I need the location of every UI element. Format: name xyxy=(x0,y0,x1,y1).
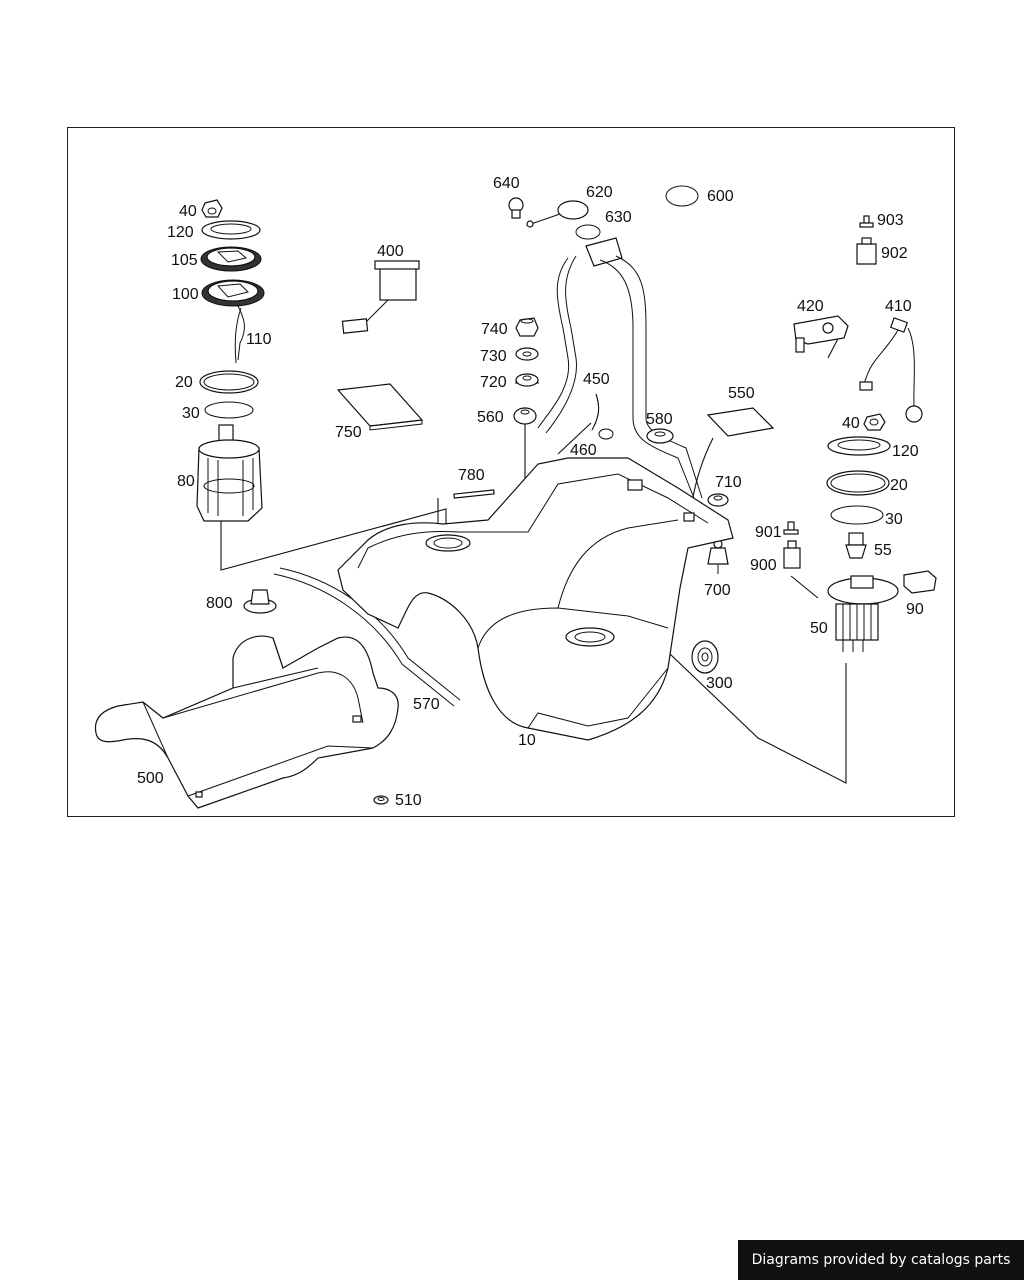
callout-500: 500 xyxy=(137,770,164,787)
diagram-frame: 40 120 105 100 110 20 30 80 400 750 640 … xyxy=(67,127,955,817)
callout-901: 901 xyxy=(755,524,782,541)
callout-580: 580 xyxy=(646,411,673,428)
callout-460: 460 xyxy=(570,442,597,459)
part-630-seal xyxy=(575,224,601,240)
part-20-ring-left xyxy=(199,370,259,394)
part-105-cover xyxy=(200,246,262,272)
callout-560: 560 xyxy=(477,409,504,426)
part-740-nut xyxy=(515,317,539,337)
callout-40-left: 40 xyxy=(179,203,197,220)
part-600-clip xyxy=(665,185,699,207)
callout-20-right: 20 xyxy=(890,477,908,494)
part-800-nut xyxy=(243,589,277,614)
part-30-oring-right xyxy=(830,505,884,525)
part-50-pump-module xyxy=(827,575,899,652)
part-710-grommet xyxy=(707,493,729,507)
part-620-filler-cap xyxy=(526,200,589,228)
part-700-clip xyxy=(707,539,729,574)
callout-450: 450 xyxy=(583,371,610,388)
part-560-bush xyxy=(513,407,537,425)
part-80-pump-module xyxy=(196,424,263,522)
part-110-wire xyxy=(234,305,245,364)
callout-510: 510 xyxy=(395,792,422,809)
callout-903: 903 xyxy=(877,212,904,229)
part-100-cover xyxy=(201,279,265,307)
callout-100: 100 xyxy=(172,286,199,303)
callout-30-right: 30 xyxy=(885,511,903,528)
callout-570: 570 xyxy=(413,696,440,713)
callout-730: 730 xyxy=(480,348,507,365)
part-510-nut xyxy=(373,795,389,805)
callout-630: 630 xyxy=(605,209,632,226)
callout-105: 105 xyxy=(171,252,198,269)
footer-credit-badge: Diagrams provided by catalogs parts xyxy=(738,1240,1024,1280)
part-30-oring-left xyxy=(204,401,254,419)
callout-20-left: 20 xyxy=(175,374,193,391)
part-410-sensor xyxy=(859,317,923,423)
callout-720: 720 xyxy=(480,374,507,391)
part-902-connector xyxy=(856,237,877,265)
callout-700: 700 xyxy=(704,582,731,599)
callout-120-right: 120 xyxy=(892,443,919,460)
callout-780: 780 xyxy=(458,467,485,484)
part-120-ring-left xyxy=(201,220,261,240)
fuel-system-diagram: 40 120 105 100 110 20 30 80 400 750 640 … xyxy=(94,175,937,809)
part-460-clamp xyxy=(598,428,614,440)
footer-credit-text: Diagrams provided by catalogs parts xyxy=(751,1252,1011,1268)
callout-900: 900 xyxy=(750,557,777,574)
callout-55: 55 xyxy=(874,542,892,559)
part-580-grommet xyxy=(646,428,674,444)
part-40-nut-right xyxy=(863,413,886,431)
part-720-washer xyxy=(515,373,539,387)
part-900-connector xyxy=(783,540,801,569)
part-550-pad xyxy=(706,407,775,437)
callout-50: 50 xyxy=(810,620,828,637)
callout-410: 410 xyxy=(885,298,912,315)
callout-710: 710 xyxy=(715,474,742,491)
callout-600: 600 xyxy=(707,188,734,205)
callout-30-left: 30 xyxy=(182,405,200,422)
part-40-nut-left xyxy=(201,199,223,218)
part-20-ring-right xyxy=(826,470,890,496)
callout-120-left: 120 xyxy=(167,224,194,241)
part-750-pad xyxy=(336,383,424,431)
callout-80: 80 xyxy=(177,473,195,490)
part-10-fuel-tank xyxy=(337,457,734,741)
part-640-cap xyxy=(508,197,524,219)
part-450-hose xyxy=(591,393,600,431)
part-901-cap xyxy=(783,521,799,535)
callout-10: 10 xyxy=(518,732,536,749)
part-400-level-sender xyxy=(341,260,420,334)
part-730-washer xyxy=(515,347,539,361)
callout-90: 90 xyxy=(906,601,924,618)
callout-620: 620 xyxy=(586,184,613,201)
part-780-strap xyxy=(453,489,495,499)
part-420-sensor xyxy=(793,315,849,353)
part-120-ring-right xyxy=(827,436,891,456)
part-55-valve xyxy=(845,532,867,559)
part-90-bracket xyxy=(903,570,937,594)
part-903-cap xyxy=(859,215,874,228)
callout-300: 300 xyxy=(706,675,733,692)
callout-550: 550 xyxy=(728,385,755,402)
callout-labels: 40 120 105 100 110 20 30 80 400 750 640 … xyxy=(137,175,924,809)
callout-800: 800 xyxy=(206,595,233,612)
callout-640: 640 xyxy=(493,175,520,192)
callout-902: 902 xyxy=(881,245,908,262)
part-300-valve xyxy=(691,640,719,674)
callout-750: 750 xyxy=(335,424,362,441)
callout-110: 110 xyxy=(246,331,272,348)
callout-420: 420 xyxy=(797,298,824,315)
callout-740: 740 xyxy=(481,321,508,338)
callout-40-right: 40 xyxy=(842,415,860,432)
part-500-heat-shield xyxy=(94,635,399,809)
callout-400: 400 xyxy=(377,243,404,260)
